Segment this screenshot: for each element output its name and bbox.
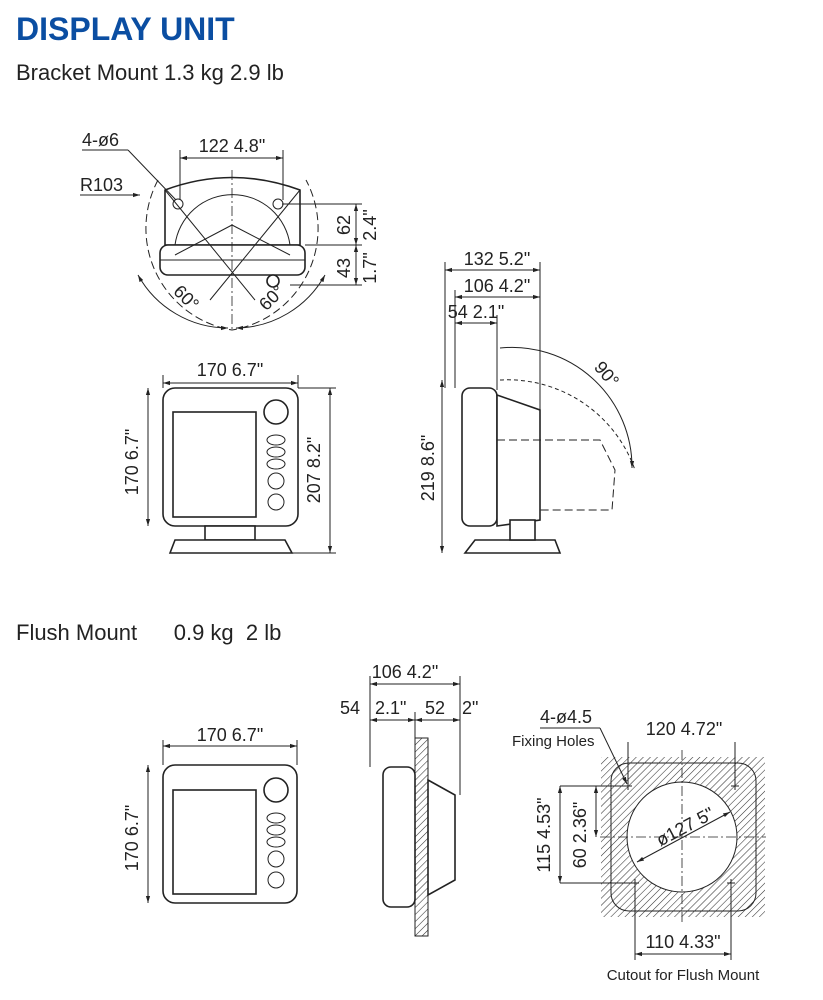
bracket-width-dim: 122 4.8" <box>199 136 265 156</box>
flush-front-in: 2.1" <box>375 698 406 718</box>
flush-depth-total: 106 4.2" <box>372 662 438 682</box>
fixing-holes-label: Fixing Holes <box>512 733 595 750</box>
cutout-holes: 4-ø4.5 <box>540 707 592 727</box>
front-total-height-dim: 207 8.2" <box>304 437 324 503</box>
bracket-top-view <box>80 149 362 331</box>
lower-height-in: 1.7" <box>360 252 380 283</box>
side-height-dim: 219 8.6" <box>418 435 438 501</box>
page-title: DISPLAY UNIT <box>16 11 235 47</box>
upper-height-in: 2.4" <box>360 209 380 240</box>
flush-mount-label: Flush Mount 0.9 kg 2 lb <box>16 620 281 645</box>
cutout-height: 115 4.53" <box>534 797 554 872</box>
bracket-mount-label: Bracket Mount 1.3 kg 2.9 lb <box>16 60 284 85</box>
flush-front-view <box>145 740 298 904</box>
upper-height-mm: 62 <box>334 215 354 235</box>
hole-spacing-top: 120 4.72" <box>646 719 722 739</box>
flush-rear-mm: 52 <box>425 698 445 718</box>
bracket-front-view <box>145 375 336 554</box>
angle-right: 60° <box>255 281 288 314</box>
side-depth-half: 54 2.1" <box>448 302 504 322</box>
cutout-caption: Cutout for Flush Mount <box>607 967 760 984</box>
lower-height-mm: 43 <box>334 258 354 278</box>
angle-left: 60° <box>170 281 203 314</box>
flush-rear-in: 2" <box>462 698 478 718</box>
side-depth-unit: 106 4.2" <box>464 276 530 296</box>
radius-label: R103 <box>80 175 123 195</box>
tilt-angle: 90° <box>590 357 623 391</box>
front-width-dim: 170 6.7" <box>197 360 263 380</box>
hole-spacing-bottom: 110 4.33" <box>645 932 720 952</box>
bracket-side-view <box>439 262 636 554</box>
flush-cutout-template <box>540 727 766 960</box>
holes-label: 4-ø6 <box>82 130 119 150</box>
flush-front-mm: 54 <box>340 698 360 718</box>
flush-side-view <box>369 676 461 937</box>
cutout-half-height: 60 2.36" <box>570 802 590 868</box>
front-height-dim: 170 6.7" <box>122 429 142 495</box>
flush-front-width: 170 6.7" <box>197 725 263 745</box>
flush-front-height: 170 6.7" <box>122 805 142 871</box>
side-depth-total: 132 5.2" <box>464 249 530 269</box>
